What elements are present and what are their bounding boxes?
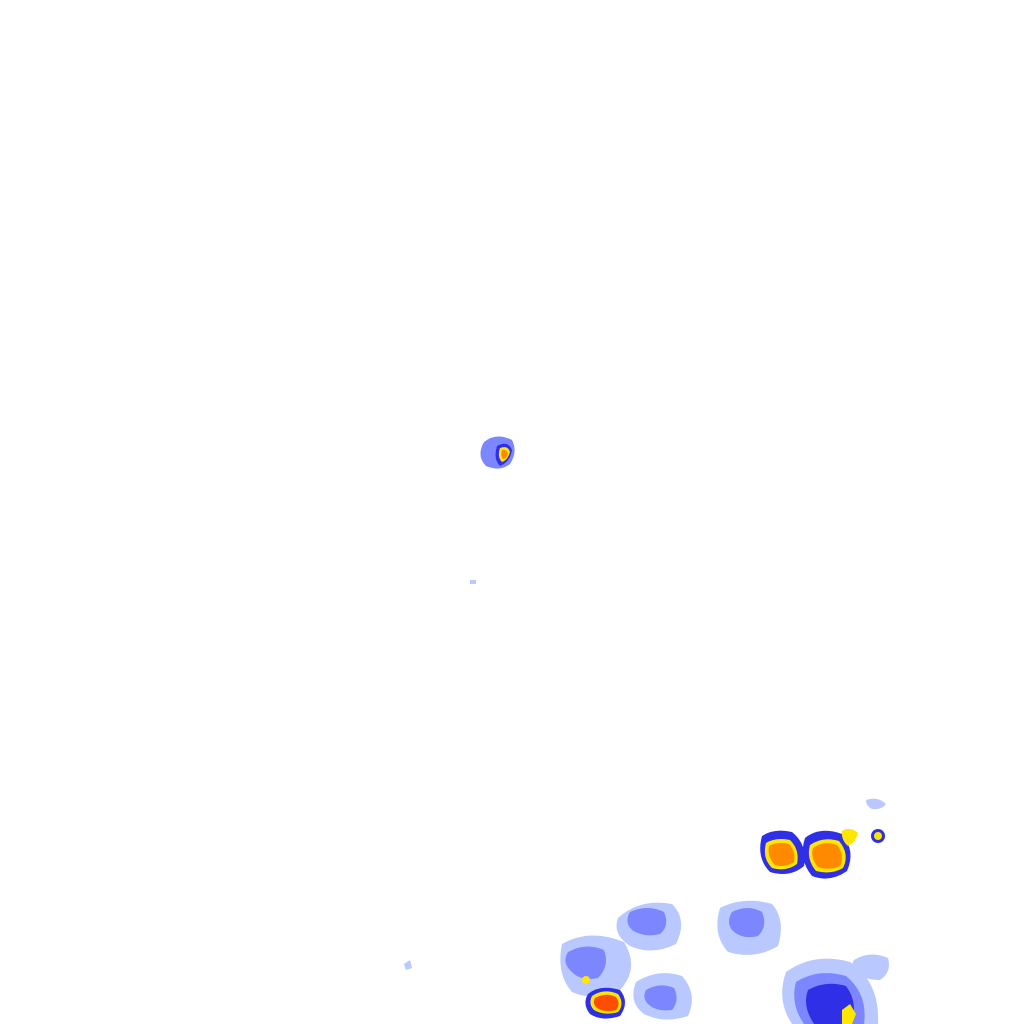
echo-cell-south (582, 976, 625, 1019)
echo-cell-east-right (802, 828, 885, 879)
echo-cell-east-left (760, 830, 805, 874)
echo-cluster-southeast (404, 580, 889, 1024)
echo-cell-center (480, 436, 515, 469)
